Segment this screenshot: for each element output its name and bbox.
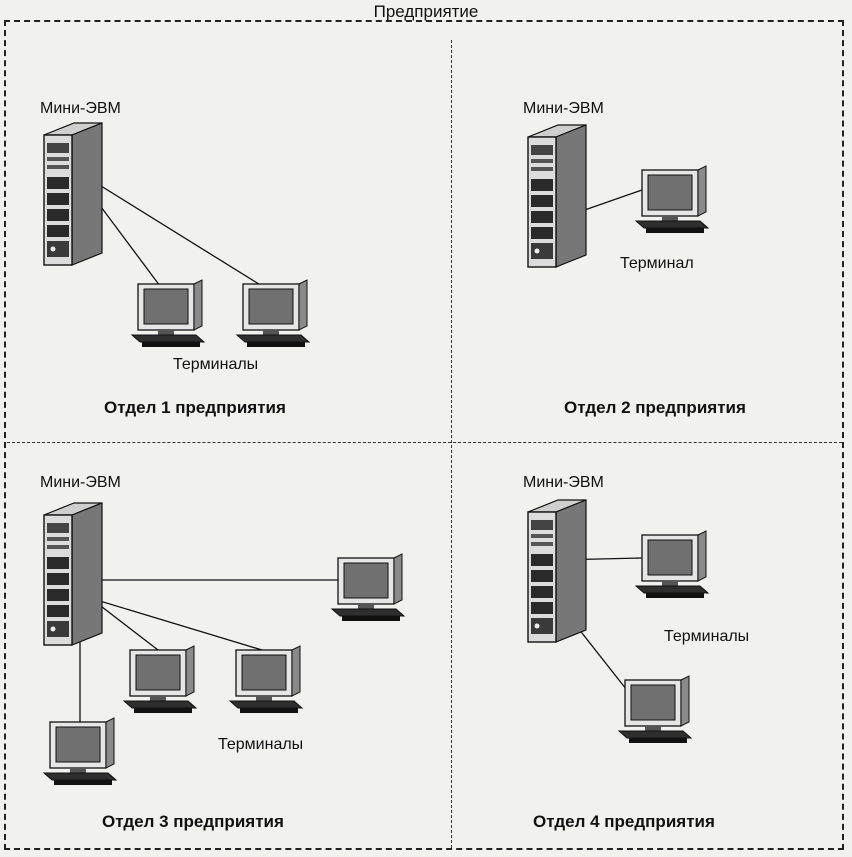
dept1-terminal-icon — [131, 279, 205, 348]
dept4-server-icon — [527, 499, 587, 643]
vertical-divider — [451, 40, 452, 848]
dept2-server-icon — [527, 124, 587, 268]
dept2-terminal-icon — [635, 165, 709, 234]
dept3-server-icon — [43, 502, 103, 646]
dept1-terminal-icon — [236, 279, 310, 348]
dept3-name: Отдел 3 предприятия — [102, 812, 284, 831]
dept4-terminal-icon — [635, 530, 709, 599]
dept4-terminal-icon — [618, 675, 692, 744]
dept2-name: Отдел 2 предприятия — [564, 398, 746, 417]
dept3-terminal-icon — [123, 645, 197, 714]
horizontal-divider — [7, 442, 842, 443]
dept3-terminal-icon — [229, 645, 303, 714]
dept2-server-label: Мини-ЭВМ — [523, 100, 604, 117]
enterprise-title: Предприятие — [373, 2, 479, 21]
dept1-server-label: Мини-ЭВМ — [40, 100, 121, 117]
dept3-terminal-icon — [43, 717, 117, 786]
enterprise-boundary — [4, 20, 844, 850]
dept3-server-label: Мини-ЭВМ — [40, 474, 121, 491]
dept1-terminals-label: Терминалы — [173, 356, 259, 373]
dept4-terminals-label: Терминалы — [664, 628, 750, 645]
dept4-name: Отдел 4 предприятия — [533, 812, 715, 831]
dept3-terminal-icon — [331, 553, 405, 622]
dept3-terminals-label: Терминалы — [218, 736, 304, 753]
dept4-server-label: Мини-ЭВМ — [523, 474, 604, 491]
dept2-terminals-label: Терминал — [620, 255, 694, 272]
dept1-server-icon — [43, 122, 103, 266]
dept1-name: Отдел 1 предприятия — [104, 398, 286, 417]
